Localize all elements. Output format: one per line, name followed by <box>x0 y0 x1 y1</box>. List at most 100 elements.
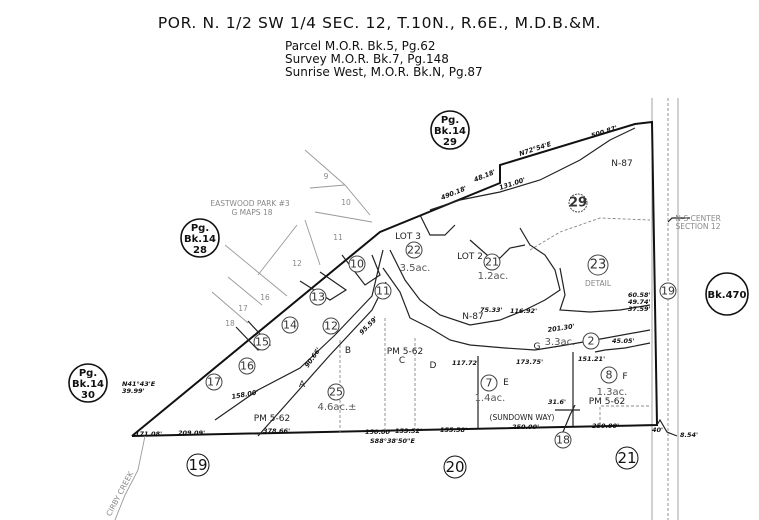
parcel-25[interactable]: 254.6ac.± <box>317 383 357 413</box>
map-text: 7 <box>486 377 493 390</box>
map-line <box>281 316 299 334</box>
map-text: S88°38'50"E <box>370 437 415 445</box>
map-text: 49.74' <box>628 298 651 306</box>
map-text: PM 5-62 <box>387 347 423 357</box>
map-text: (SUNDOWN WAY) <box>490 413 555 422</box>
map-line <box>469 239 526 259</box>
map-text: C <box>399 356 405 366</box>
map-text: 29 <box>443 137 457 148</box>
parcel-21[interactable]: 211.2ac. <box>478 253 509 282</box>
map-line <box>227 276 263 306</box>
parcel-2[interactable]: 23.3ac. <box>545 332 600 350</box>
map-text: 131.00' <box>498 176 526 192</box>
parcel-11[interactable]: 11 <box>374 282 392 300</box>
map-text: LOT 3 <box>395 232 421 242</box>
map-text: 31.6' <box>548 398 566 406</box>
map-text: G MAPS 18 <box>231 208 272 217</box>
map-text: 8 <box>606 369 613 382</box>
map-title: POR. N. 1/2 SW 1/4 SEC. 12, T.10N., R.6E… <box>157 14 602 32</box>
map-text: 173.75' <box>516 358 543 366</box>
adjacent-map-19[interactable]: 19 <box>186 453 210 477</box>
map-text: N41°43'E <box>122 380 156 388</box>
map-text: 23 <box>590 258 607 273</box>
map-line <box>309 288 327 306</box>
map-line <box>327 383 345 401</box>
map-text: 378.66' <box>263 427 290 435</box>
interior-parcel-lines <box>114 127 678 520</box>
map-line <box>257 281 387 437</box>
parcel-17[interactable]: 17 <box>205 373 223 391</box>
map-text: 18 <box>556 434 570 447</box>
parcel-boundary <box>131 120 659 437</box>
map-line <box>304 149 371 216</box>
map-text: 19 <box>188 456 207 474</box>
map-text: 30 <box>81 390 95 401</box>
parcel-10[interactable]: 10 <box>348 255 366 273</box>
map-text: N-87 <box>462 312 483 322</box>
map-text: 116.92' <box>510 307 537 315</box>
map-line <box>322 317 340 335</box>
map-line <box>205 373 223 391</box>
map-text: 22 <box>407 244 421 257</box>
map-text: 19 <box>661 285 675 298</box>
map-text: 60.58' <box>628 291 651 299</box>
map-line <box>68 363 108 403</box>
map-line <box>186 453 210 477</box>
map-line <box>304 219 321 266</box>
map-line <box>568 193 588 213</box>
map-line <box>483 253 501 271</box>
map-line <box>429 127 636 211</box>
map-line <box>443 455 467 479</box>
map-text: 1.2ac. <box>478 271 509 282</box>
map-line <box>594 342 651 353</box>
book-ref-bk14-30[interactable]: Pg. Bk.14 30 <box>68 363 108 403</box>
map-text: 21 <box>617 449 636 467</box>
adjacent-plat-lines <box>211 149 651 324</box>
map-text: Bk.14 <box>434 126 466 137</box>
parcel-8[interactable]: 81.3ac. <box>597 366 628 398</box>
map-text: 16 <box>260 293 270 302</box>
book-ref-bk14-29[interactable]: Pg. Bk.14 29 <box>430 110 470 150</box>
parcel-12[interactable]: 12 <box>322 317 340 335</box>
parcel-7[interactable]: 71.4ac. <box>475 374 506 404</box>
map-line <box>389 227 561 326</box>
lot-letters: A B C D E F G <box>299 342 628 390</box>
map-text: PM 5-62 <box>589 397 625 407</box>
adjacent-map-20[interactable]: 20 <box>443 455 467 479</box>
book-ref-bk470[interactable]: Bk.470 <box>705 272 749 316</box>
reference-parcel: Parcel M.O.R. Bk.5, Pg.62 <box>285 39 436 53</box>
book-ref-bk14-28[interactable]: Pg. Bk.14 28 <box>180 218 220 258</box>
map-line <box>224 244 288 297</box>
map-line <box>382 267 651 351</box>
parcel-19-road[interactable]: 19 <box>659 282 677 300</box>
map-line <box>348 255 366 273</box>
parcel-16[interactable]: 16 <box>238 357 256 375</box>
map-text: 12 <box>324 320 338 333</box>
map-text: 201.30' <box>547 322 575 334</box>
parcel-29[interactable]: 29 <box>568 193 588 213</box>
map-text: Bk.470 <box>708 290 747 301</box>
parcel-13[interactable]: 13 <box>309 288 327 306</box>
map-line <box>559 267 651 313</box>
parcel-18[interactable]: 18 <box>554 431 572 449</box>
map-line <box>587 254 609 276</box>
parcel-14[interactable]: 14 <box>281 316 299 334</box>
map-text: 20 <box>445 458 464 476</box>
map-text: 12 <box>292 259 302 268</box>
map-text: Pg. <box>441 115 459 126</box>
map-text: 10 <box>341 198 351 207</box>
map-text: 18 <box>225 319 235 328</box>
map-text: 3.3ac. <box>545 337 576 348</box>
parcel-22[interactable]: 223.5ac. <box>400 241 431 274</box>
map-line <box>529 217 651 251</box>
map-line <box>480 374 498 392</box>
map-line <box>582 332 600 350</box>
map-line <box>430 110 470 150</box>
map-text: F <box>622 372 627 382</box>
map-text: 95.59' <box>358 315 380 337</box>
parcel-15[interactable]: 15 <box>253 333 271 351</box>
map-line <box>615 446 639 470</box>
adjacent-map-21[interactable]: 21 <box>615 446 639 470</box>
